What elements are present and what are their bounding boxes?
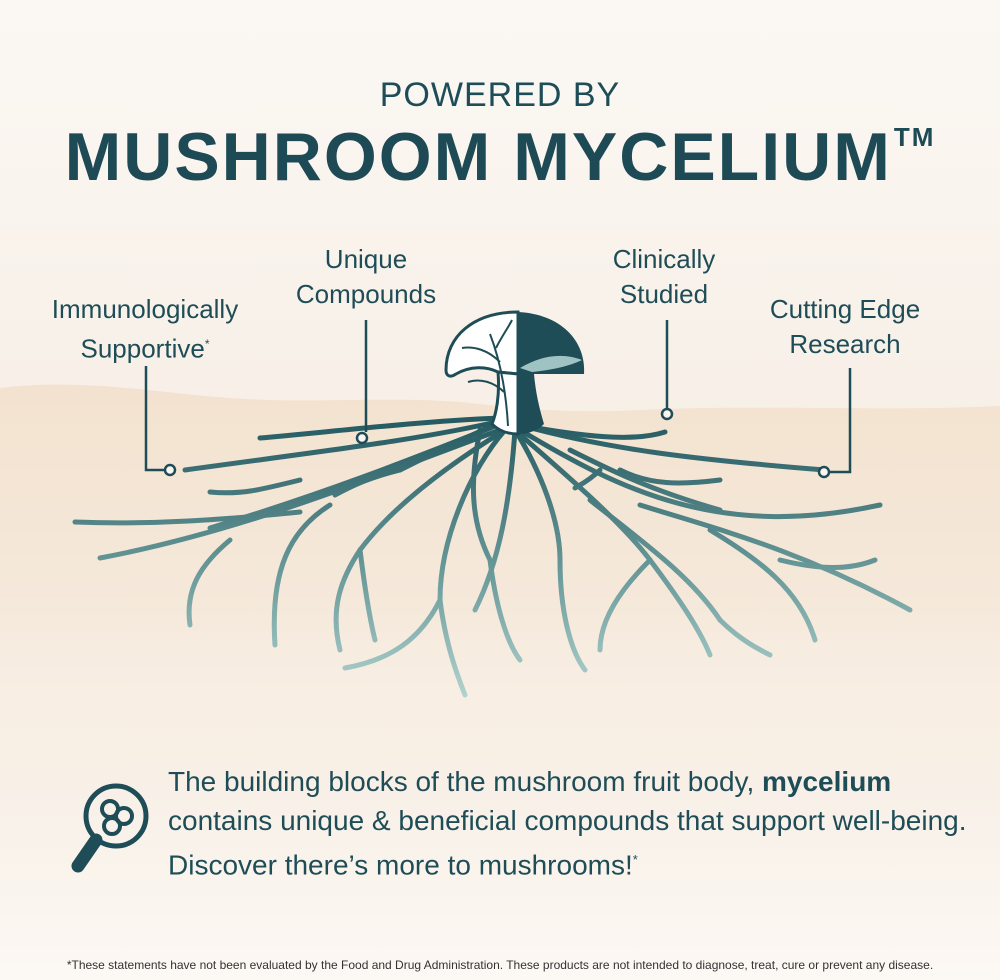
root-branch (587, 497, 723, 623)
asterisk-mark: * (632, 852, 638, 867)
root-branch (777, 557, 878, 570)
root-branch (271, 502, 333, 648)
leader-line-cutting (830, 368, 852, 474)
root-branch (637, 502, 913, 613)
label-line: Supportive (80, 333, 205, 364)
label-line: Immunologically (51, 294, 239, 324)
soil-band (0, 384, 1000, 760)
root-branch (617, 467, 723, 486)
label-cutting-edge-research: Cutting Edge Research (740, 292, 950, 362)
root-branch (397, 417, 508, 473)
root-branch (567, 447, 723, 513)
magnifier-icon (71, 783, 149, 873)
mushroom-cap-left (444, 310, 520, 378)
pre-title: POWERED BY (379, 76, 621, 114)
root-branch (332, 467, 403, 498)
mushroom-stem-right (518, 374, 544, 434)
root-branch (72, 509, 303, 526)
mushroom-vein (495, 319, 513, 349)
disclaimer-footnote: *These statements have not been evaluate… (66, 958, 934, 972)
root-branch (512, 427, 653, 563)
root-branch (257, 415, 508, 441)
mushroom-stem-left (490, 370, 520, 436)
root-branch (517, 427, 883, 519)
root-branch (707, 527, 818, 643)
label-line: Studied (619, 279, 709, 309)
mushroom-vein (467, 379, 505, 393)
leader-dot-unique (355, 431, 369, 445)
root-branch (342, 597, 443, 671)
root-branch (517, 422, 828, 473)
callout-text: The building blocks of the mushroom frui… (168, 762, 968, 884)
callout-rest: contains unique & beneficial compounds t… (168, 805, 967, 881)
asterisk-mark: * (204, 337, 210, 351)
root-branch (470, 427, 493, 563)
root-branch (557, 557, 588, 673)
mushroom-icon (444, 310, 585, 436)
label-line: Unique (324, 244, 408, 274)
root-branch (333, 547, 363, 653)
label-line: Clinically (612, 244, 716, 274)
leader-line-immuno (144, 366, 168, 472)
root-network (72, 415, 913, 698)
mushroom-vein (489, 333, 509, 427)
label-immunologically-supportive: Immunologically Supportive* (30, 292, 260, 367)
root-branch (717, 617, 773, 658)
root-branch (437, 427, 508, 603)
label-unique-compounds: Unique Compounds (266, 242, 466, 312)
root-branch (207, 477, 303, 496)
root-branch (647, 557, 713, 658)
mushroom-vein (461, 346, 501, 363)
leader-dot-cutting (817, 465, 831, 479)
root-branch (357, 547, 378, 643)
root-branch (472, 427, 518, 613)
label-line: Research (789, 329, 901, 359)
root-branch (186, 537, 233, 628)
label-line: Compounds (295, 279, 437, 309)
leader-dot-immuno (163, 463, 177, 477)
root-branch (357, 427, 508, 553)
label-clinically-studied: Clinically Studied (564, 242, 764, 312)
title-text: MUSHROOM MYCELIUM (64, 119, 892, 195)
root-branch (182, 417, 508, 473)
trademark-mark: TM (893, 122, 936, 152)
root-branch (597, 557, 653, 653)
root-branch (437, 597, 468, 698)
label-line: Cutting Edge (769, 294, 921, 324)
page-title: MUSHROOM MYCELIUMTM (0, 118, 1000, 196)
leader-dot-clinical (660, 407, 674, 421)
root-branch (487, 557, 523, 663)
root-branch (512, 427, 563, 563)
root-branch (97, 427, 503, 561)
callout-bold-word: mycelium (762, 766, 892, 797)
root-branch (572, 467, 603, 491)
mushroom-gills (520, 355, 582, 372)
callout-lead: The building blocks of the mushroom frui… (168, 766, 763, 797)
